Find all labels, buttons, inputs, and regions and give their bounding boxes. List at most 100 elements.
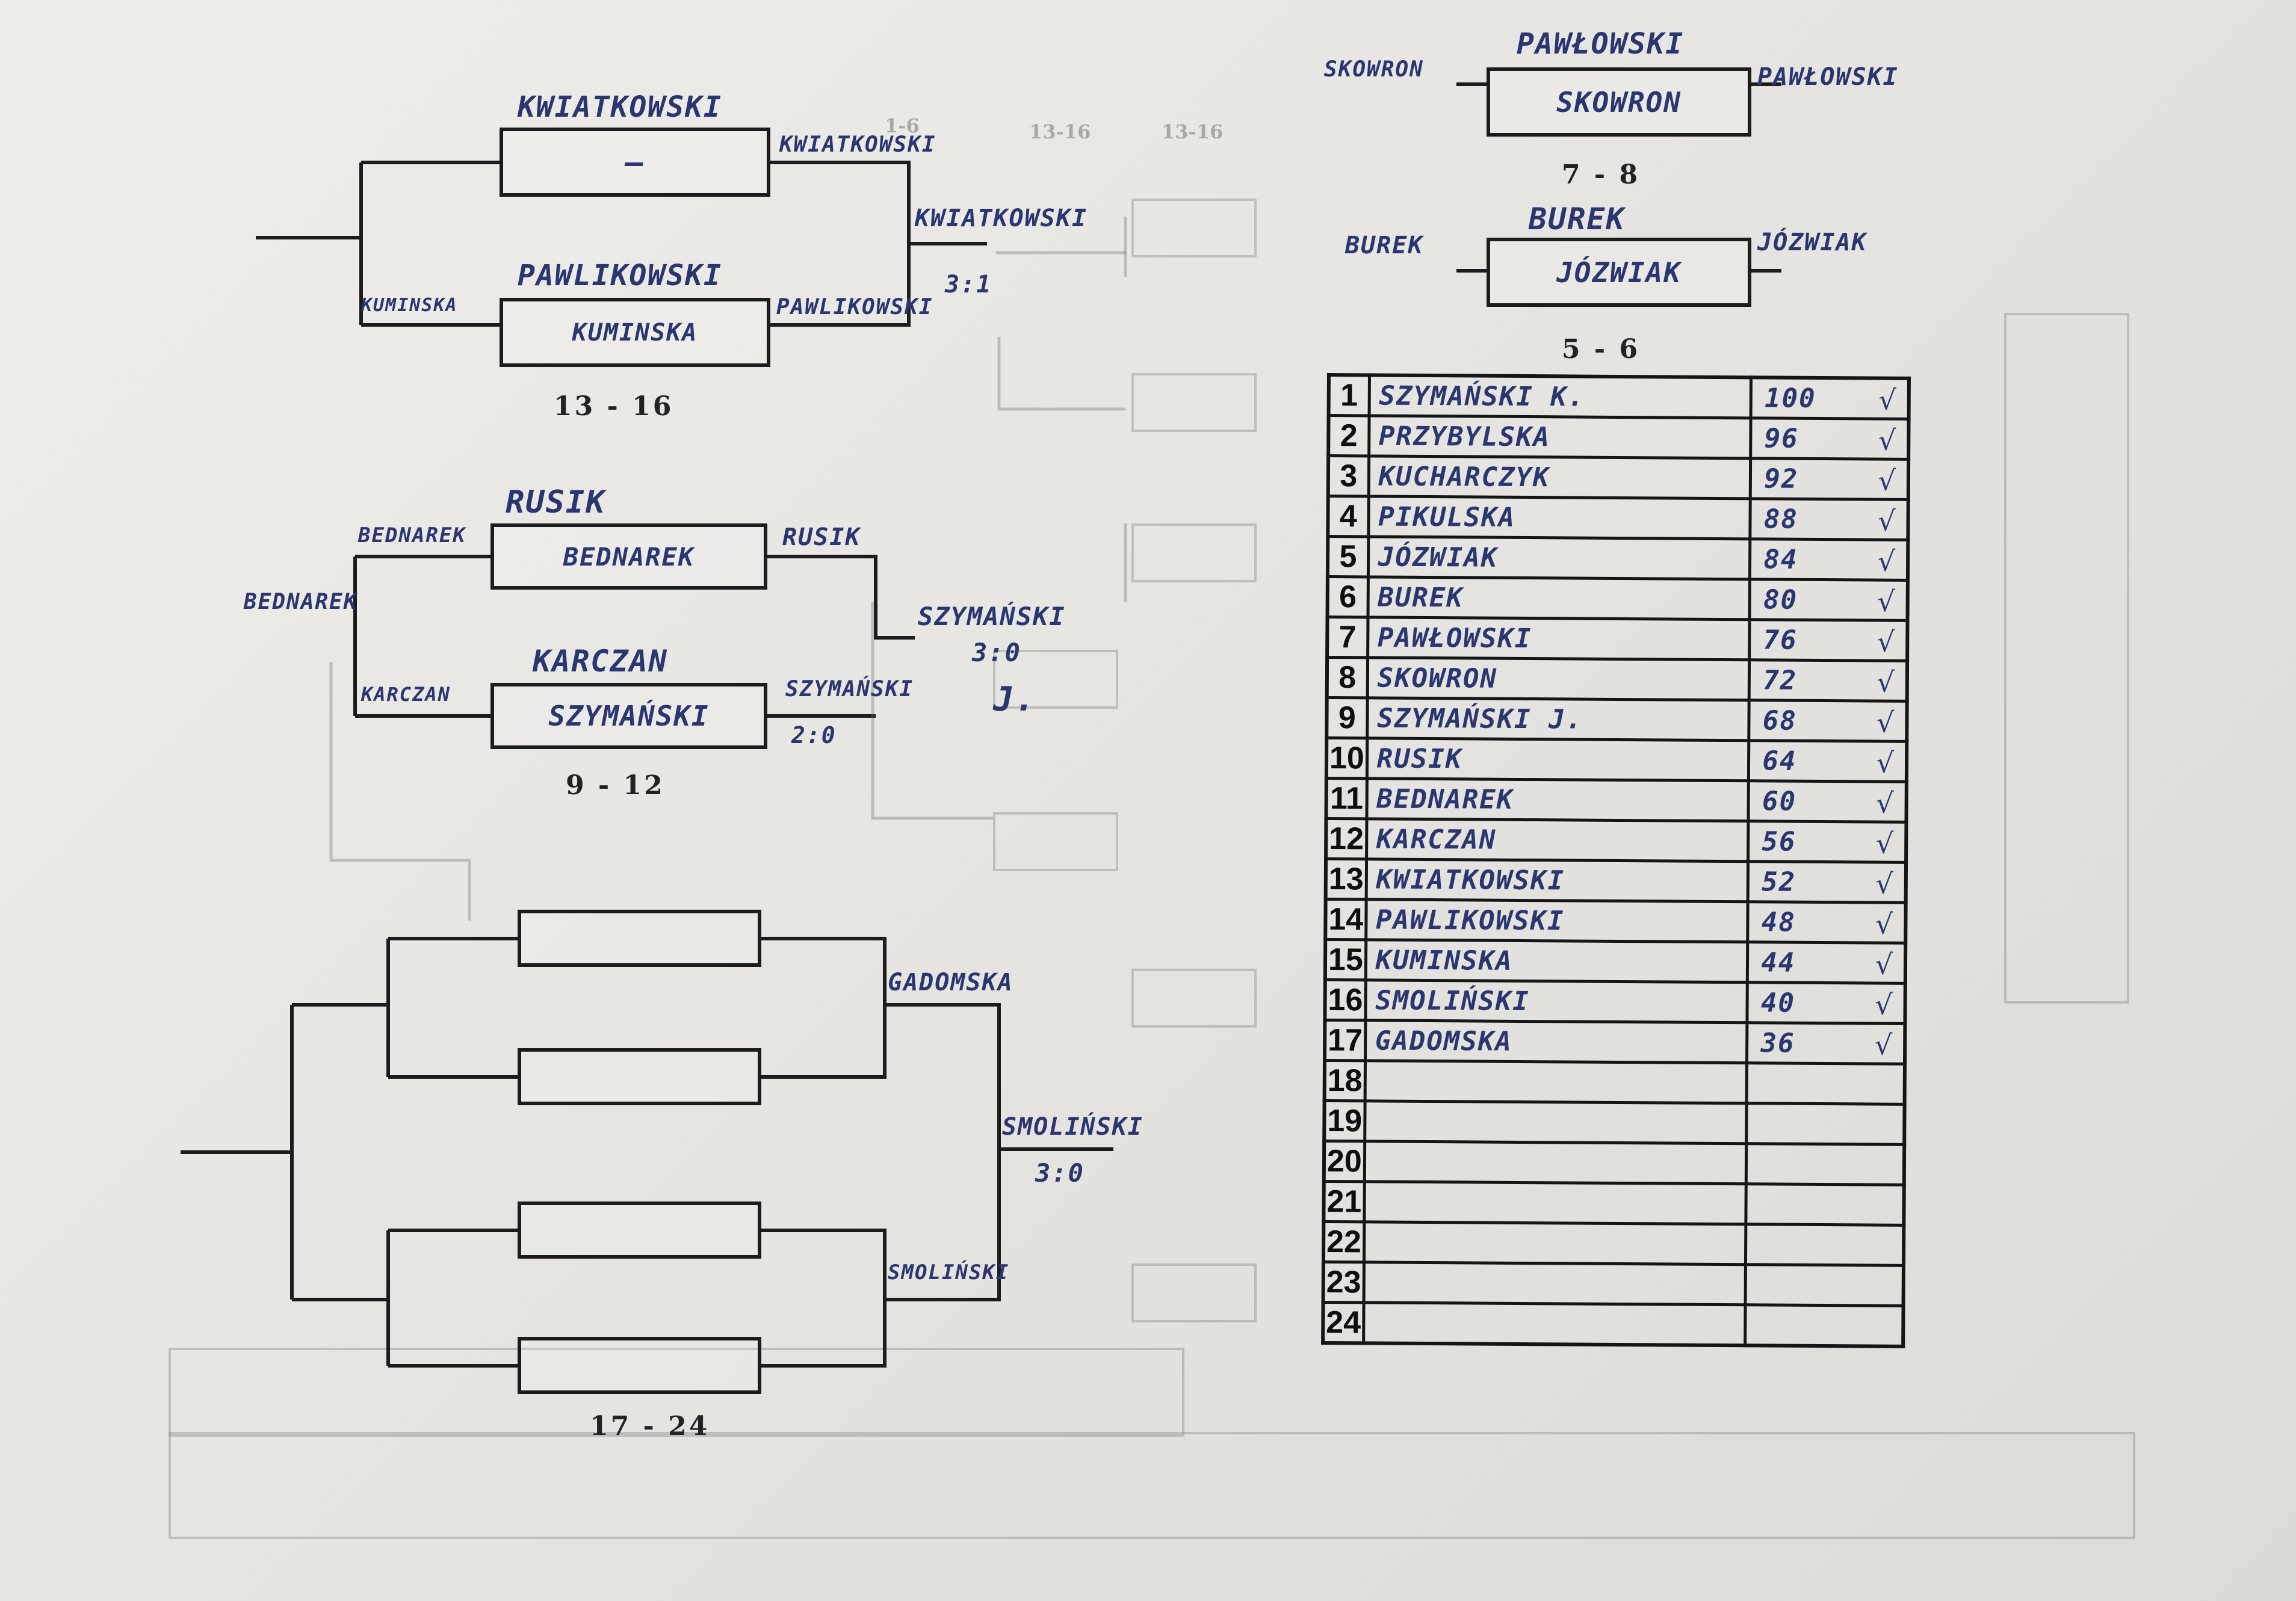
rank-number: 20 bbox=[1323, 1141, 1365, 1182]
rank-points-cell[interactable]: 48√ bbox=[1748, 901, 1906, 943]
checkmark-icon: √ bbox=[1876, 786, 1894, 819]
rank-points-cell[interactable] bbox=[1745, 1264, 1904, 1306]
match-box[interactable] bbox=[518, 1202, 761, 1259]
rank-points-cell[interactable]: 40√ bbox=[1747, 982, 1905, 1024]
rank-points: 68 bbox=[1762, 705, 1798, 736]
rank-player-cell[interactable]: PRZYBYLSKA bbox=[1369, 415, 1751, 458]
faint-label: 13-16 bbox=[1162, 120, 1224, 143]
rank-player-cell[interactable]: KARCZAN bbox=[1366, 818, 1749, 862]
rank-player-cell[interactable]: GADOMSKA bbox=[1365, 1020, 1748, 1063]
final-score-handwritten: 3:1 bbox=[945, 271, 992, 298]
rank-player-cell[interactable] bbox=[1364, 1060, 1747, 1103]
rank-player-name: KUMINSKA bbox=[1375, 945, 1513, 976]
rank-player-cell[interactable]: PIKULSKA bbox=[1368, 496, 1751, 539]
bracket-caption: 5 - 6 bbox=[1562, 334, 1641, 365]
rank-number: 24 bbox=[1323, 1302, 1364, 1343]
rank-player-cell[interactable]: RUSIK bbox=[1367, 738, 1750, 781]
rank-number: 1 bbox=[1328, 375, 1370, 416]
player-slot: SKOWRON bbox=[1556, 85, 1682, 119]
rank-points-cell[interactable]: 100√ bbox=[1751, 377, 1909, 419]
match-box[interactable] bbox=[518, 910, 761, 967]
rank-player-cell[interactable]: BUREK bbox=[1367, 576, 1750, 620]
player-slot: KUMINSKA bbox=[572, 318, 698, 347]
match-box[interactable]: SZYMAŃSKI bbox=[490, 683, 767, 749]
winner-name-handwritten: PAWLIKOWSKI bbox=[776, 295, 933, 319]
match-box[interactable]: KUMINSKA bbox=[500, 298, 770, 367]
rank-points-cell[interactable]: 88√ bbox=[1750, 498, 1908, 540]
rank-points-cell[interactable]: 36 √ bbox=[1747, 1022, 1905, 1064]
rank-number: 8 bbox=[1326, 657, 1368, 698]
player-name-handwritten: RUSIK bbox=[506, 484, 606, 520]
rank-points-cell[interactable]: 72√ bbox=[1749, 659, 1908, 702]
bracket-entry-handwritten: BEDNAREK bbox=[244, 590, 358, 614]
rank-points-cell[interactable]: 96√ bbox=[1751, 418, 1909, 460]
rank-points-cell[interactable]: 52√ bbox=[1748, 861, 1907, 903]
match-box[interactable]: SKOWRON bbox=[1487, 67, 1751, 137]
winner-name-handwritten: SZYMAŃSKI bbox=[785, 677, 914, 702]
rank-points: 92 bbox=[1764, 463, 1799, 495]
rank-points-cell[interactable]: 92 √ bbox=[1750, 458, 1909, 500]
rank-points-cell[interactable] bbox=[1745, 1224, 1904, 1266]
rank-points-cell[interactable]: 68√ bbox=[1749, 700, 1907, 742]
rank-points: 96 bbox=[1764, 422, 1799, 454]
rank-player-cell[interactable]: KUMINSKA bbox=[1365, 939, 1748, 983]
match-box[interactable] bbox=[518, 1337, 761, 1394]
rank-points: 56 bbox=[1762, 825, 1796, 857]
rank-player-cell[interactable]: PAWŁOWSKI bbox=[1367, 617, 1750, 660]
player-name-handwritten: PAWŁOWSKI bbox=[1517, 27, 1685, 61]
checkmark-icon: √ bbox=[1874, 1028, 1893, 1061]
rank-player-name: PAWŁOWSKI bbox=[1377, 622, 1532, 654]
rank-player-cell[interactable]: SZYMAŃSKI K. bbox=[1369, 375, 1751, 418]
rank-points-cell[interactable] bbox=[1745, 1304, 1904, 1347]
rank-number: 17 bbox=[1325, 1020, 1366, 1061]
rank-player-cell[interactable]: KUCHARCZYK bbox=[1368, 455, 1751, 499]
rank-points: 48 bbox=[1761, 906, 1796, 938]
checkmark-icon: √ bbox=[1878, 464, 1896, 497]
match-box[interactable]: JÓZWIAK bbox=[1487, 238, 1751, 307]
rank-player-cell[interactable]: JÓZWIAK bbox=[1368, 536, 1751, 579]
rank-points-cell[interactable]: 84√ bbox=[1750, 538, 1908, 581]
match-box[interactable]: — bbox=[500, 128, 770, 197]
rank-points: 36 bbox=[1760, 1027, 1795, 1059]
rank-player-cell[interactable]: SKOWRON bbox=[1367, 657, 1750, 700]
rank-player-cell[interactable]: PAWLIKOWSKI bbox=[1366, 899, 1748, 942]
final-winner-handwritten: SZYMAŃSKI bbox=[918, 602, 1066, 631]
rank-player-cell[interactable]: KWIATKOWSKI bbox=[1366, 859, 1748, 902]
rank-points-cell[interactable]: 60 √ bbox=[1748, 780, 1907, 822]
rank-points-cell[interactable]: 44√ bbox=[1747, 942, 1906, 984]
rank-player-cell[interactable] bbox=[1363, 1302, 1746, 1346]
rank-player-cell[interactable]: SMOLIŃSKI bbox=[1365, 979, 1748, 1023]
rank-player-cell[interactable] bbox=[1364, 1181, 1747, 1224]
rank-player-cell[interactable]: SZYMAŃSKI J. bbox=[1367, 697, 1750, 741]
rank-points-cell[interactable] bbox=[1746, 1183, 1904, 1226]
player-name-handwritten: PAWLIKOWSKI bbox=[518, 259, 722, 292]
rank-points: 76 bbox=[1763, 624, 1798, 656]
rank-points-cell[interactable] bbox=[1747, 1063, 1905, 1105]
rank-points-cell[interactable] bbox=[1746, 1143, 1905, 1185]
match-box[interactable]: BEDNAREK bbox=[490, 523, 767, 590]
rank-points-cell[interactable]: 80√ bbox=[1750, 579, 1908, 621]
rank-player-cell[interactable] bbox=[1364, 1221, 1747, 1265]
rank-number: 5 bbox=[1327, 536, 1369, 577]
rank-points-cell[interactable] bbox=[1747, 1103, 1905, 1145]
rank-player-cell[interactable]: BEDNAREK bbox=[1366, 778, 1749, 821]
rank-number: 18 bbox=[1324, 1060, 1366, 1101]
rank-points-cell[interactable]: 76√ bbox=[1749, 619, 1908, 661]
rank-number: 9 bbox=[1326, 697, 1367, 738]
rank-number: 21 bbox=[1323, 1181, 1364, 1222]
rank-points: 60 bbox=[1762, 785, 1797, 817]
checkmark-icon: √ bbox=[1875, 827, 1894, 860]
player-name-handwritten: BUREK bbox=[1529, 202, 1626, 236]
rank-player-cell[interactable] bbox=[1364, 1141, 1747, 1184]
rank-player-name: JÓZWIAK bbox=[1378, 541, 1499, 573]
rank-player-cell[interactable] bbox=[1363, 1262, 1746, 1305]
loser-name-handwritten: BEDNAREK bbox=[358, 523, 466, 548]
rank-points-cell[interactable]: 56 √ bbox=[1748, 821, 1907, 863]
rank-player-cell[interactable] bbox=[1364, 1100, 1747, 1144]
match-box[interactable] bbox=[518, 1048, 761, 1105]
rank-points-cell[interactable]: 64√ bbox=[1748, 740, 1907, 782]
